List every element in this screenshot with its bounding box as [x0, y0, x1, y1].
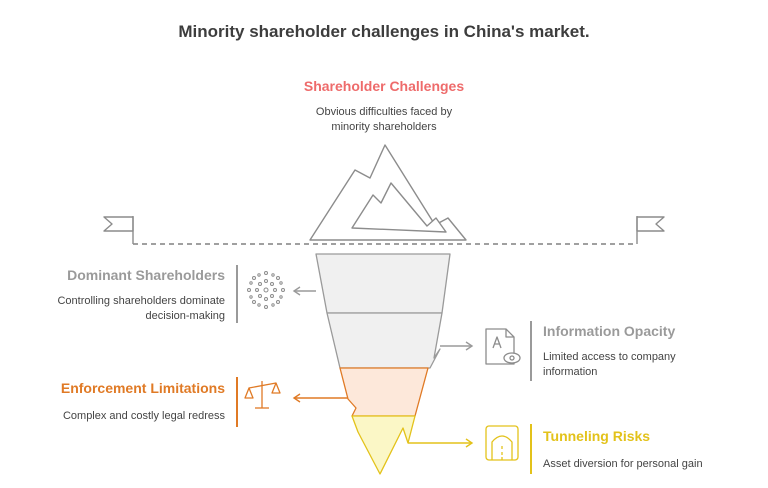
- document-eye-icon: [485, 328, 521, 365]
- dominant-shareholders-desc-line2: decision-making: [145, 310, 225, 322]
- information-opacity-desc-line1: Limited access to company: [543, 351, 676, 363]
- dominant-shareholders-layer: [315, 253, 451, 314]
- shareholder-challenges-desc-line1: Obvious difficulties faced by: [315, 106, 453, 118]
- tunneling-risks-arrow: [408, 438, 474, 448]
- flag-icon: [636, 216, 665, 244]
- dominant-shareholders-bar: [236, 265, 238, 323]
- information-opacity-layer: [326, 312, 443, 369]
- tunnel-icon: [485, 425, 519, 461]
- information-opacity-bar: [530, 321, 532, 381]
- enforcement-limitations-arrow: [292, 393, 348, 403]
- shareholder-challenges-desc-line2: minority shareholders: [331, 121, 437, 133]
- information-opacity-desc: Limited access to company information: [543, 350, 758, 380]
- tunneling-risks-desc: Asset diversion for personal gain: [543, 458, 703, 470]
- shareholder-challenges-desc: Obvious difficulties faced by minority s…: [234, 105, 534, 135]
- tunneling-risks-layer: [351, 415, 416, 475]
- page-title: Minority shareholder challenges in China…: [178, 22, 590, 41]
- iceberg-peak-icon: [309, 144, 467, 241]
- dominant-shareholders-desc: Controlling shareholders dominate decisi…: [20, 294, 225, 324]
- dominant-shareholders-desc-line1: Controlling shareholders dominate: [57, 295, 225, 307]
- flag-icon: [103, 216, 134, 244]
- dominant-shareholders-heading: Dominant Shareholders: [67, 267, 225, 283]
- enforcement-limitations-desc: Complex and costly legal redress: [62, 410, 225, 422]
- information-opacity-arrow: [440, 341, 474, 351]
- enforcement-limitations-bar: [236, 377, 238, 427]
- tunneling-risks-heading: Tunneling Risks: [543, 428, 651, 444]
- enforcement-limitations-layer: [339, 367, 429, 417]
- information-opacity-desc-line2: information: [543, 366, 598, 378]
- dots-cluster-icon: [247, 271, 285, 309]
- tunneling-risks-bar: [530, 424, 532, 474]
- scales-icon: [244, 381, 281, 409]
- enforcement-limitations-heading: Enforcement Limitations: [60, 380, 225, 396]
- shareholder-challenges-heading: Shareholder Challenges: [303, 78, 465, 94]
- information-opacity-heading: Information Opacity: [543, 323, 676, 339]
- dominant-shareholders-arrow: [292, 286, 316, 296]
